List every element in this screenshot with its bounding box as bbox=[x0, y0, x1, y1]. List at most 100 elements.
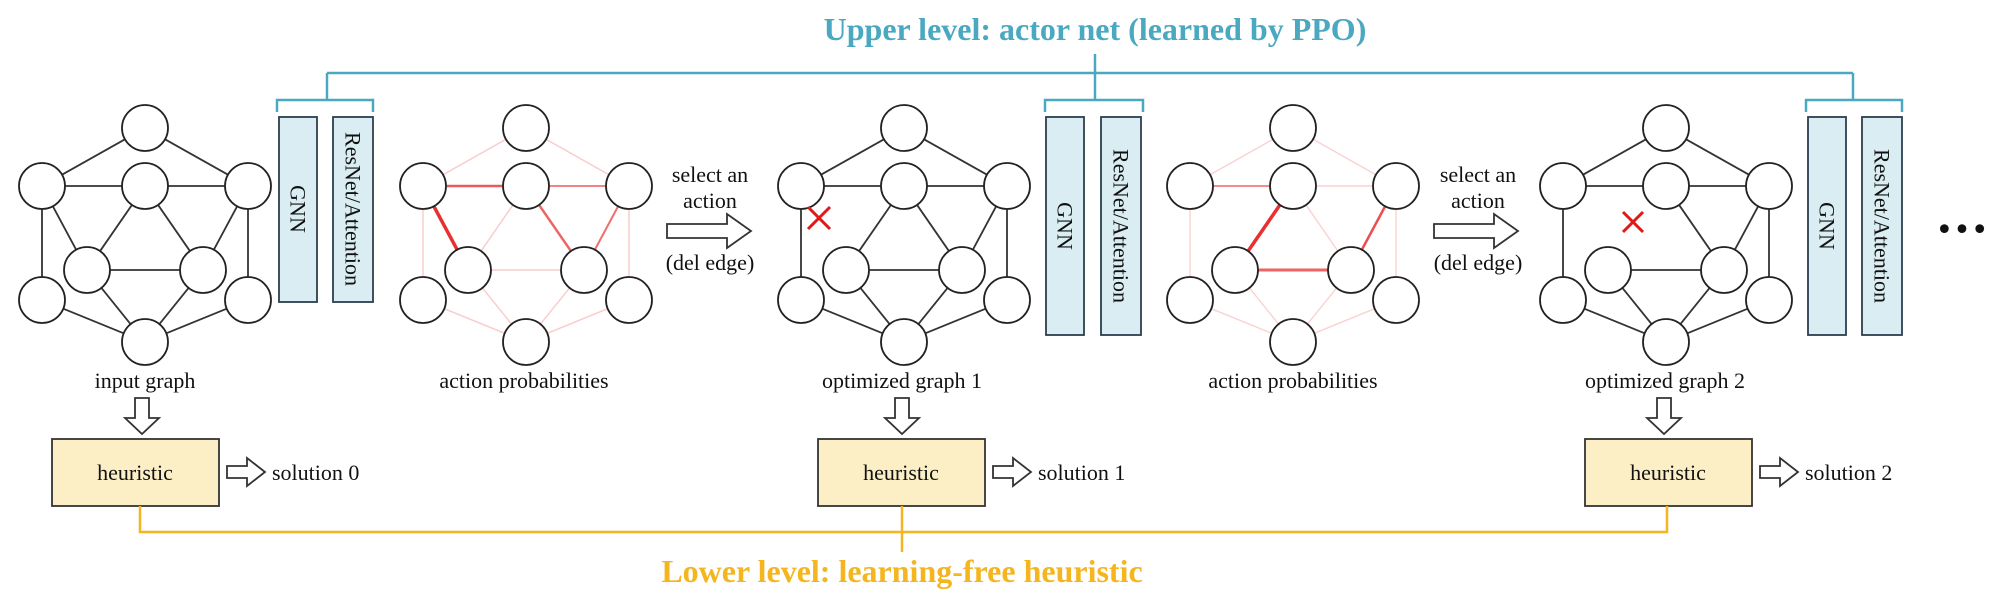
graph-edge bbox=[1678, 204, 1712, 252]
resnet-attention-label: ResNet/Attention bbox=[341, 132, 366, 286]
graph-edge bbox=[158, 287, 190, 325]
graph-edge bbox=[820, 138, 885, 176]
right-arrow-icon bbox=[1759, 456, 1800, 488]
resnet-attention-label: ResNet/Attention bbox=[1109, 149, 1134, 303]
action-probabilities-graph-1 bbox=[399, 104, 653, 366]
graph-node bbox=[1539, 162, 1587, 210]
graph-node bbox=[605, 162, 653, 210]
graph-edge bbox=[62, 307, 125, 335]
graph-edge bbox=[1583, 307, 1646, 335]
graph-node bbox=[502, 104, 550, 152]
graph-edge bbox=[1679, 287, 1711, 325]
continuation-ellipsis: ••• bbox=[1935, 213, 1988, 248]
input-graph-label: input graph bbox=[95, 368, 196, 393]
graph-node bbox=[605, 276, 653, 324]
graph-node bbox=[938, 246, 986, 294]
graph-node bbox=[121, 104, 169, 152]
graph-edge bbox=[1312, 138, 1377, 176]
graph-edge bbox=[480, 204, 514, 252]
graph-edge bbox=[213, 205, 238, 251]
resnet-attention-label: ResNet/Attention bbox=[1870, 149, 1895, 303]
heuristic-block-1: heuristic solution 1 bbox=[817, 438, 1125, 507]
graph-node bbox=[121, 162, 169, 210]
graph-node bbox=[399, 162, 447, 210]
graph-node bbox=[1700, 246, 1748, 294]
graph-node bbox=[179, 246, 227, 294]
graph-node bbox=[502, 162, 550, 210]
gnn-label: GNN bbox=[286, 185, 311, 233]
graph-edge bbox=[1582, 138, 1647, 176]
graph-node bbox=[18, 162, 66, 210]
graph-edge bbox=[1360, 205, 1387, 251]
graph-edge bbox=[1314, 308, 1375, 334]
graph-node bbox=[1211, 246, 1259, 294]
graph-edge bbox=[1305, 204, 1339, 252]
upper-level-title: Upper level: actor net (learned by PPO) bbox=[824, 11, 1367, 47]
graph-edge bbox=[1685, 138, 1750, 176]
graph-node bbox=[983, 276, 1031, 324]
action-probabilities-graph-2 bbox=[1166, 104, 1420, 366]
graph-node bbox=[1642, 318, 1690, 366]
graph-node bbox=[1269, 318, 1317, 366]
graph-node bbox=[399, 276, 447, 324]
optimized-graph-2 bbox=[1539, 104, 1793, 366]
right-arrow-icon bbox=[992, 456, 1033, 488]
graph-edge bbox=[1734, 205, 1759, 251]
graph-node bbox=[777, 276, 825, 324]
graph-node bbox=[18, 276, 66, 324]
graph-edge bbox=[538, 204, 572, 252]
graph-edge bbox=[1248, 287, 1280, 325]
graph-node bbox=[63, 246, 111, 294]
graph-node bbox=[1327, 246, 1375, 294]
select-action-text: select an bbox=[1440, 162, 1516, 187]
graph-node bbox=[1372, 276, 1420, 324]
upper-level-bracket bbox=[275, 54, 1904, 112]
graph-edge bbox=[61, 138, 126, 176]
graph-node bbox=[1269, 162, 1317, 210]
graph-node bbox=[224, 162, 272, 210]
heuristic-box bbox=[1584, 438, 1753, 507]
optimized-graph-1-label: optimized graph 1 bbox=[822, 368, 982, 393]
red-cross-icon bbox=[806, 205, 832, 231]
graph-node bbox=[1745, 276, 1793, 324]
select-action-arrow-1: select an action (del edge) bbox=[666, 162, 755, 275]
heuristic-label: heuristic bbox=[863, 460, 939, 485]
optimized-graph-2-label: optimized graph 2 bbox=[1585, 368, 1745, 393]
graph-node bbox=[1166, 276, 1214, 324]
right-arrow-icon bbox=[226, 456, 267, 488]
action-probabilities-label: action probabilities bbox=[439, 368, 608, 393]
graph-node bbox=[224, 276, 272, 324]
red-cross-icon bbox=[1621, 210, 1645, 234]
graph-node bbox=[1269, 104, 1317, 152]
select-action-text: action bbox=[1451, 188, 1505, 213]
network-module-1: GNN ResNet/Attention bbox=[1045, 116, 1142, 336]
down-arrow-icon bbox=[122, 397, 162, 436]
resnet-attention-box bbox=[1100, 116, 1142, 336]
graph-edge bbox=[593, 205, 620, 251]
graph-node bbox=[880, 318, 928, 366]
gnn-box bbox=[1807, 116, 1847, 336]
graph-node bbox=[121, 318, 169, 366]
graph-node bbox=[1642, 162, 1690, 210]
graph-node bbox=[1539, 276, 1587, 324]
graph-node bbox=[1745, 162, 1793, 210]
resnet-attention-box bbox=[1861, 116, 1903, 336]
graph-edge bbox=[165, 307, 228, 335]
graph-edge bbox=[539, 287, 571, 325]
graph-node bbox=[983, 162, 1031, 210]
graph-edge bbox=[442, 138, 507, 176]
graph-edge bbox=[481, 287, 513, 325]
graph-edge bbox=[924, 307, 987, 335]
gnn-label: GNN bbox=[1053, 202, 1078, 250]
solution-label: solution 2 bbox=[1805, 460, 1892, 485]
resnet-attention-box bbox=[332, 116, 374, 303]
graph-edge bbox=[923, 138, 988, 176]
graph-node bbox=[1372, 162, 1420, 210]
network-module-2: GNN ResNet/Attention bbox=[1807, 116, 1903, 336]
optimized-graph-1 bbox=[777, 104, 1031, 366]
graph-edge bbox=[917, 287, 949, 325]
right-arrow-icon bbox=[666, 212, 753, 250]
graph-edge bbox=[858, 204, 892, 252]
graph-edge bbox=[545, 138, 610, 176]
